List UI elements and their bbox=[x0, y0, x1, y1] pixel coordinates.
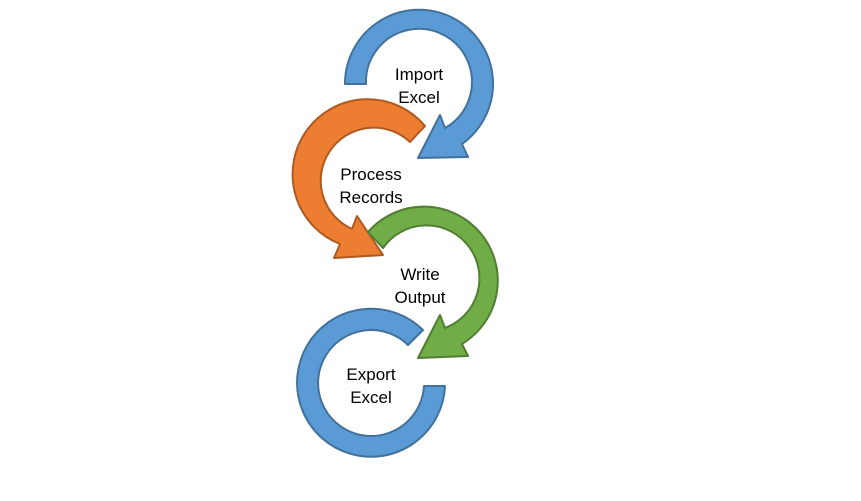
step-import-label-line1: Import bbox=[395, 65, 443, 84]
step-export-label-line2: Excel bbox=[350, 388, 392, 407]
arrow-process-arc bbox=[292, 99, 425, 258]
arrow-write-outline bbox=[367, 205, 499, 359]
step-export: Export Excel bbox=[296, 307, 446, 458]
step-process: Process Records bbox=[291, 98, 426, 259]
step-import: Import Excel bbox=[343, 8, 494, 159]
arrow-process-outline bbox=[291, 98, 426, 259]
step-import-label-line2: Excel bbox=[398, 88, 440, 107]
step-process-label-line2: Records bbox=[339, 188, 402, 207]
step-write-label-line1: Write bbox=[400, 265, 439, 284]
arrow-import-outline bbox=[343, 8, 494, 159]
step-process-label-line1: Process bbox=[340, 165, 401, 184]
arrow-write-arc bbox=[368, 206, 498, 358]
arrow-export-outline bbox=[296, 307, 446, 458]
step-export-label-line1: Export bbox=[346, 365, 395, 384]
step-write-label-line2: Output bbox=[394, 288, 445, 307]
step-write: Write Output bbox=[367, 205, 499, 359]
